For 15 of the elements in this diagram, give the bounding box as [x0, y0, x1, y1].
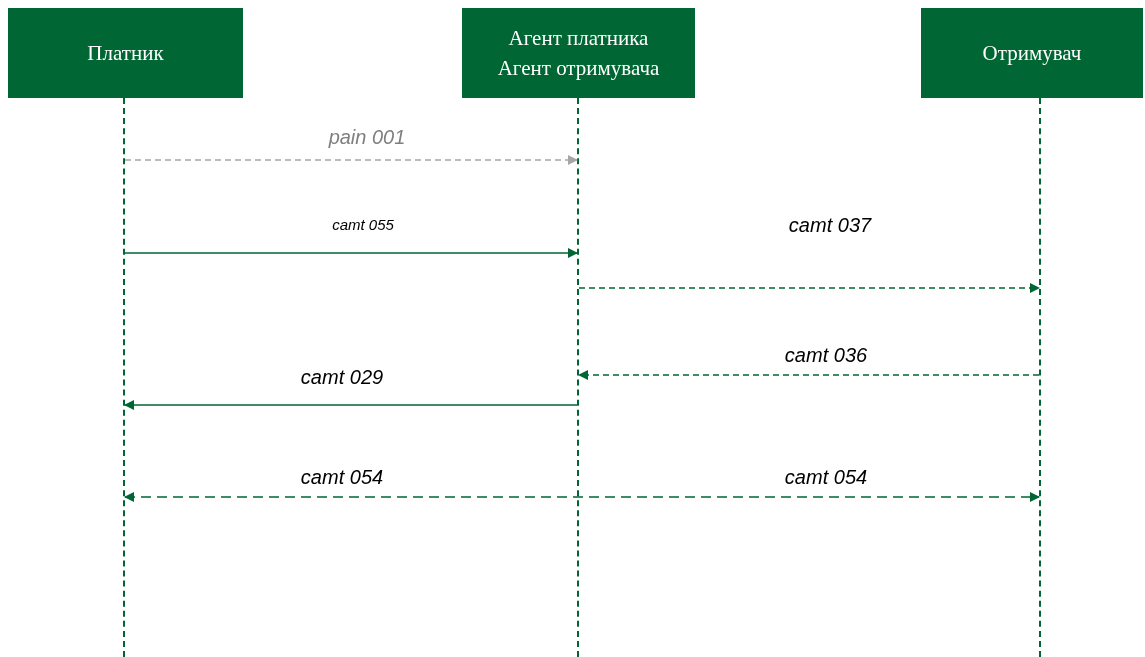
participant-box — [921, 8, 1143, 98]
message-arrow — [124, 155, 578, 165]
lifeline — [577, 98, 579, 657]
lifeline — [123, 98, 125, 657]
message-arrow — [124, 492, 1040, 502]
message-arrow — [124, 400, 578, 410]
message-arrow — [124, 248, 578, 258]
participant-box — [8, 8, 243, 98]
participant-name: Платник — [87, 40, 164, 67]
participant-name: Агент платника Агент отримувача — [496, 25, 661, 82]
participant-box — [462, 8, 695, 98]
participant-name: Отримувач — [982, 40, 1082, 67]
lifeline — [1039, 98, 1041, 657]
message-arrow — [578, 370, 1040, 380]
message-arrow — [578, 283, 1040, 293]
